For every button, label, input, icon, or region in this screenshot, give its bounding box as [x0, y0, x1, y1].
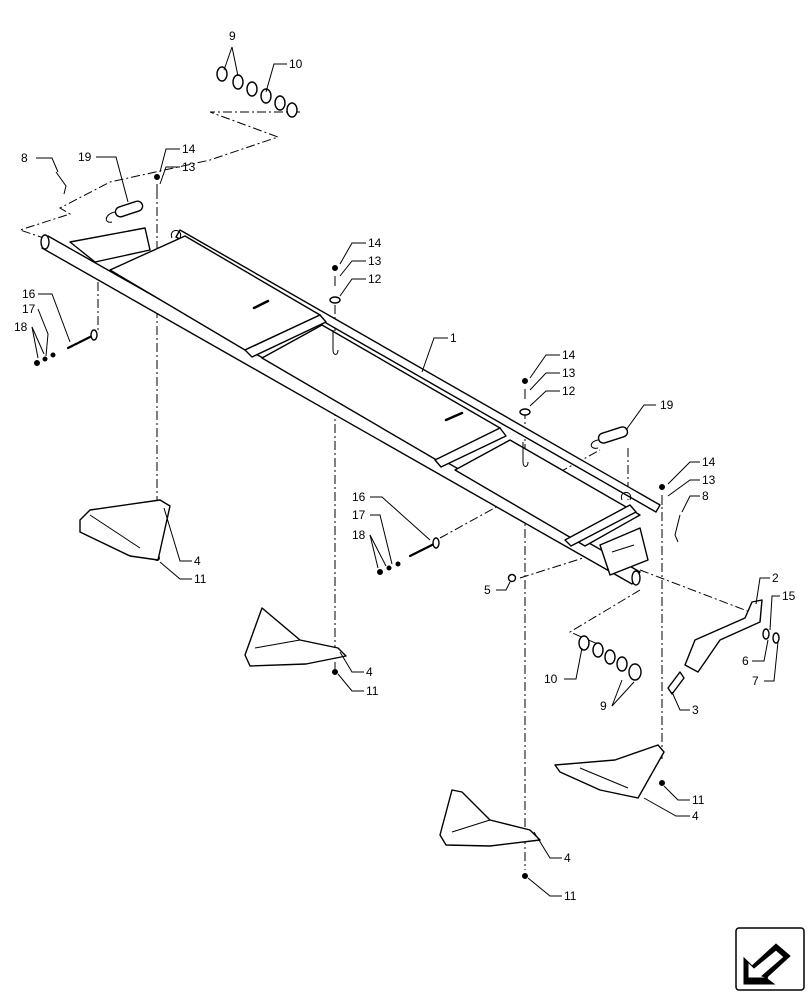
callout-11-c: 11: [692, 793, 705, 807]
arm-2: [684, 599, 763, 673]
leader-lines: [31, 46, 780, 897]
callout-12-b: 12: [562, 384, 576, 398]
next-page-arrow-icon[interactable]: [735, 927, 805, 991]
frame-hook-right: [620, 492, 632, 501]
bracket-4-d: [439, 789, 541, 847]
callout-14-d: 14: [702, 455, 716, 469]
callout-9-upper: 9: [229, 29, 236, 43]
callout-3: 3: [692, 703, 699, 717]
tube-end-right: [631, 570, 641, 586]
cross-member-1: [244, 314, 327, 358]
cross-member-3: [564, 504, 637, 547]
callout-8-left: 8: [21, 151, 28, 165]
callout-4-c: 4: [692, 809, 699, 823]
callout-8-right: 8: [702, 489, 709, 503]
main-frame-assembly: [40, 227, 661, 586]
bracket-4-b: [244, 607, 347, 667]
callout-14-c: 14: [562, 348, 576, 362]
tube-end-left: [40, 234, 50, 250]
bracket-4-c: [554, 744, 665, 799]
callout-12-a: 12: [368, 272, 382, 286]
hardware-bolts-nuts: [34, 171, 780, 879]
callout-13-b: 13: [368, 254, 382, 268]
callout-18-upper: 18: [14, 320, 28, 334]
callout-10-upper: 10: [289, 57, 303, 71]
callout-4-d: 4: [564, 851, 571, 865]
callout-10-lower: 10: [544, 672, 558, 686]
bracket-4-a: [79, 499, 171, 561]
callout-5: 5: [484, 583, 491, 597]
spacer-stack-lower: [578, 635, 642, 681]
callout-13-d: 13: [702, 473, 716, 487]
frame-panel-3: [454, 439, 641, 547]
callout-18-lower: 18: [352, 528, 366, 542]
callout-11-b: 11: [366, 684, 379, 698]
callout-14-b: 14: [368, 236, 382, 250]
callout-9-lower: 9: [600, 699, 607, 713]
spring-upper: [105, 200, 144, 223]
spring-lower: [590, 426, 629, 449]
callout-16-lower: 16: [352, 490, 366, 504]
callout-6: 6: [742, 654, 749, 668]
frame-hook-left: [170, 230, 182, 239]
spacer-stack-upper: [216, 66, 298, 118]
cross-member-2: [434, 427, 507, 468]
callout-13-a: 13: [182, 160, 196, 174]
arm-3: [667, 671, 685, 695]
callout-4-b: 4: [366, 665, 373, 679]
callout-15: 15: [782, 589, 796, 603]
callout-2: 2: [772, 571, 779, 585]
callout-19-upper: 19: [78, 150, 92, 164]
callout-11-a: 11: [194, 572, 207, 586]
left-end-plate: [69, 227, 151, 263]
callout-17-upper: 17: [22, 302, 36, 316]
right-end-bracket: [599, 527, 649, 576]
callout-19-lower: 19: [660, 398, 674, 412]
callout-labels: 9 10 8 19 14 13 14 13 12 16 17 18 1 14 1…: [14, 29, 796, 903]
callout-13-c: 13: [562, 366, 576, 380]
callout-11-d: 11: [564, 889, 577, 903]
callout-1-frame: 1: [450, 331, 457, 345]
callout-17-lower: 17: [352, 508, 366, 522]
frame-rear-rail: [175, 229, 661, 513]
callout-7: 7: [752, 674, 759, 688]
callout-14-a: 14: [182, 142, 196, 156]
callout-16-upper: 16: [22, 287, 36, 301]
callout-4-a: 4: [194, 554, 201, 568]
